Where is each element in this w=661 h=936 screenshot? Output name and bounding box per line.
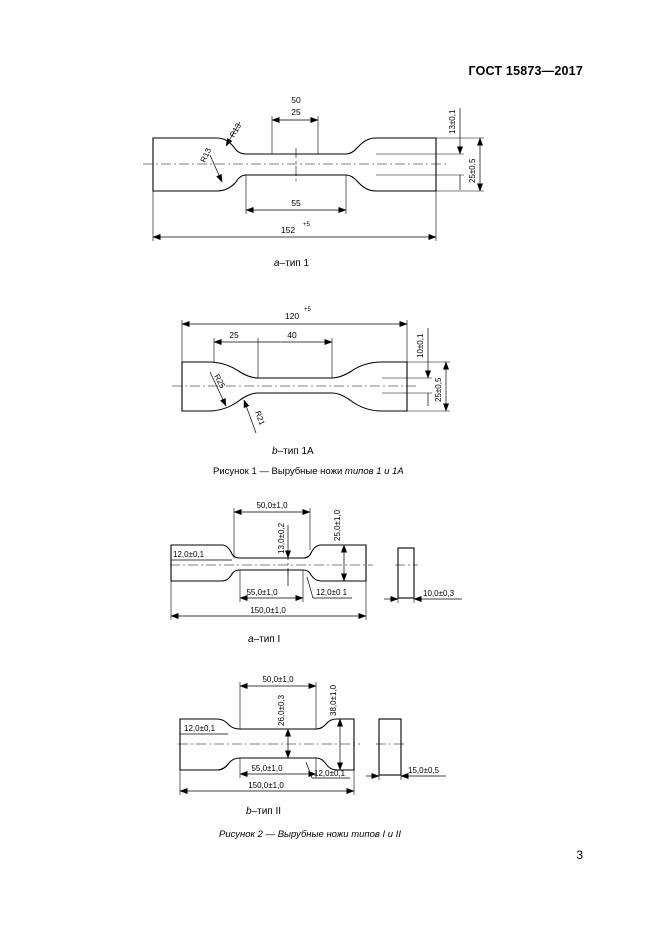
type-1-dim-50: 50 <box>291 95 301 105</box>
page-number: 3 <box>576 848 583 862</box>
type-1a-specimen-outline <box>181 361 408 412</box>
type-II-dim-50: 50,0±1,0 <box>262 675 294 684</box>
type-II-side-view: 15,0±0,5 <box>366 718 446 780</box>
type-I-dim-13: 13,0±0,2 <box>277 522 286 554</box>
figure-type-1a-drawing: 120 +5 25 40 R25 R21 10±0,1 25±0,5 <box>172 307 450 434</box>
type-I-side-view: 10,0±0,3 <box>384 547 462 603</box>
type-1-radius-r13-upper: R13 <box>228 121 243 139</box>
figure-type-I-drawing: 50,0±1,0 13,0±0,2 25,0±1,0 12,0±0,1 55,0… <box>170 501 462 620</box>
type-I-caption: a–тип I <box>248 634 281 645</box>
type-1-specimen-outline <box>152 137 437 192</box>
type-II-dim-15-thickness: 15,0±0,5 <box>408 766 440 775</box>
type-I-dim-55: 55,0±1,0 <box>246 588 278 597</box>
figure-type-II-drawing: 50,0±1,0 26,0±0,3 38,0±1,0 12,0±0,1 55,0… <box>178 675 446 795</box>
type-II-dim-38: 38,0±1,0 <box>329 684 338 716</box>
type-I-dim-12-right: 12,0±0 1 <box>316 588 348 597</box>
figure-2-caption: Рисунок 2 — Вырубные ножи типов I и II <box>219 829 401 840</box>
type-II-caption: b–тип II <box>246 806 282 817</box>
type-1a-radius-r21: R21 <box>253 410 267 427</box>
type-II-dim-150: 150,0±1,0 <box>248 781 284 790</box>
type-I-dim-25: 25,0±1,0 <box>333 509 342 541</box>
type-1a-caption: b–тип 1А <box>272 446 314 457</box>
type-II-dim-12-left: 12,0±0,1 <box>184 724 216 733</box>
type-I-dim-50: 50,0±1,0 <box>256 501 288 510</box>
type-1a-dim-25: 25 <box>229 330 239 340</box>
type-1a-dim-40: 40 <box>287 330 297 340</box>
standard-header: ГОСТ 15873—2017 <box>468 64 583 78</box>
figure-1-caption: Рисунок 1 — Вырубные ножи типов 1 и 1А <box>213 466 404 477</box>
type-I-dim-150: 150,0±1,0 <box>250 606 286 615</box>
type-II-dim-55: 55,0±1,0 <box>251 764 283 773</box>
type-1-dim-55: 55 <box>291 198 301 208</box>
type-1a-dim-120: 120 <box>285 311 299 321</box>
type-1a-dim-25-width: 25±0,5 <box>434 377 443 402</box>
type-1-dim-25-width: 25±0,5 <box>468 158 477 183</box>
type-II-dim-26: 26,0±0,3 <box>277 694 286 726</box>
type-1-radius-r13-lower: R13 <box>199 146 214 164</box>
type-1-dim-25: 25 <box>291 107 301 117</box>
type-1-dim-152-tolerance: +5 <box>303 222 311 228</box>
figure-type-1-drawing: 50 25 R13 R13 13±0,1 25±0,5 55 152 +5 <box>143 95 484 241</box>
type-I-dim-10-thickness: 10,0±0,3 <box>423 589 455 598</box>
type-I-dim-12-left: 12,0±0,1 <box>173 550 205 559</box>
type-1a-dim-10: 10±0,1 <box>416 333 425 358</box>
type-II-dim-12-right: 12,0±0,1 <box>314 769 346 778</box>
type-1-caption: a–тип 1 <box>274 258 310 269</box>
type-1-dim-13: 13±0,1 <box>448 109 457 134</box>
type-1a-dim-120-tolerance: +5 <box>304 307 312 313</box>
type-1-dim-152: 152 <box>281 225 295 235</box>
